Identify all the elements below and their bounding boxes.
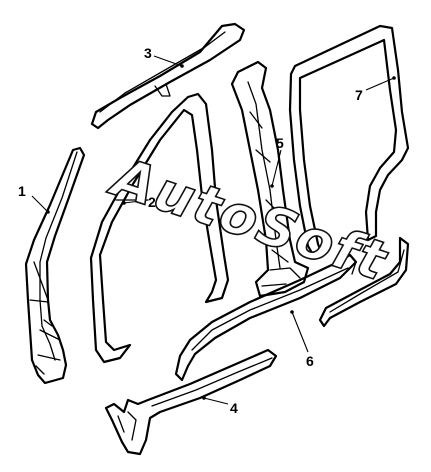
watermark: AutoSoft — [102, 144, 396, 293]
side-sill-trim — [174, 253, 358, 382]
leader-lines — [31, 55, 396, 405]
front-door-weatherstrip — [89, 92, 230, 364]
rear-sill-extension — [318, 236, 410, 328]
callout-4: 4 — [230, 400, 238, 416]
front-pillar-trim — [24, 146, 86, 385]
callout-2: 2 — [148, 194, 156, 210]
callout-5: 5 — [276, 135, 284, 151]
center-pillar-trim — [230, 60, 310, 298]
callout-3: 3 — [144, 45, 152, 61]
rear-door-weatherstrip — [288, 24, 410, 260]
roof-side-trim — [90, 22, 246, 130]
callout-1: 1 — [18, 183, 26, 199]
callout-6: 6 — [306, 353, 314, 369]
callout-7: 7 — [355, 87, 363, 103]
front-sill-plate — [104, 348, 278, 456]
